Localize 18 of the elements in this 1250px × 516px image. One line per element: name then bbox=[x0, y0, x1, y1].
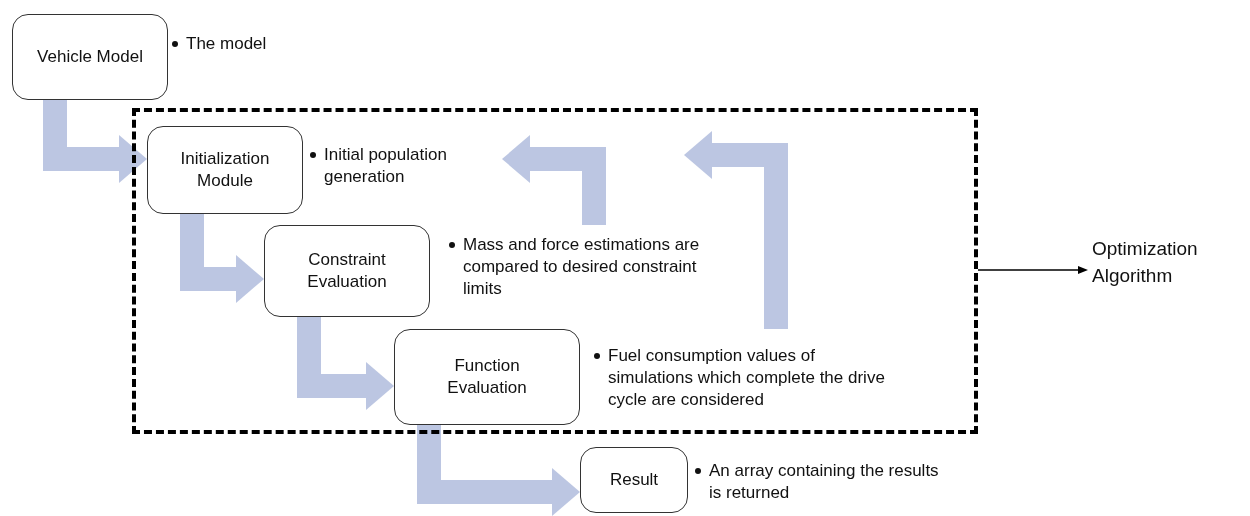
arrow bbox=[43, 100, 147, 183]
bullet-text: An array containing the results is returned bbox=[709, 461, 939, 503]
dashed-boundary bbox=[132, 108, 978, 434]
bullet-text: Fuel consumption values of simulations which complete the drive cycle are considered bbox=[608, 346, 885, 410]
process-box: Initialization Module bbox=[147, 126, 303, 214]
arrow bbox=[502, 135, 606, 225]
arrow bbox=[417, 425, 580, 516]
arrow bbox=[977, 266, 1088, 274]
bullet-text: The model bbox=[186, 34, 267, 53]
process-box: Vehicle Model bbox=[12, 14, 168, 100]
process-box: Function Evaluation bbox=[394, 329, 580, 425]
node-label: Optimization Algorithm bbox=[1092, 236, 1242, 290]
arrow bbox=[684, 131, 788, 329]
process-box: Result bbox=[580, 447, 688, 513]
process-box: Constraint Evaluation bbox=[264, 225, 430, 317]
bullet-text: Mass and force estimations are compared to desired constraint limits bbox=[463, 235, 700, 299]
bullet-text: Initial population generation bbox=[324, 145, 447, 187]
arrow bbox=[297, 317, 394, 410]
